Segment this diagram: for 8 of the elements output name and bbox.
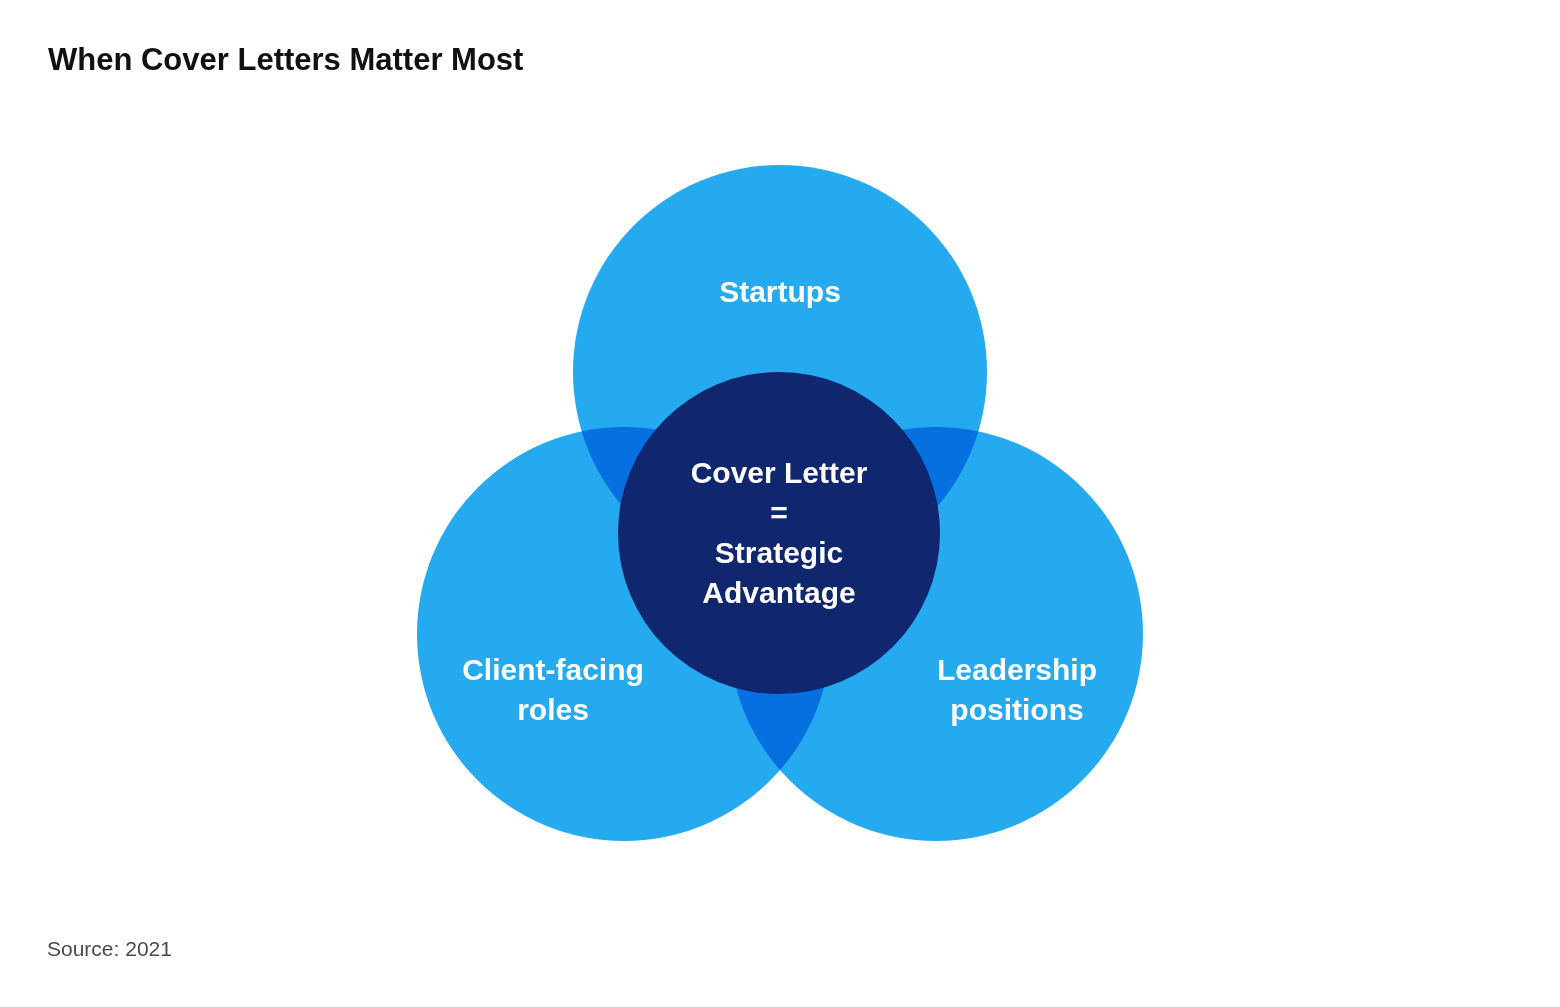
circle-label: Startups	[718, 274, 842, 310]
circle-label: Client-facing roles	[461, 652, 645, 728]
circle-label: Leadership positions	[935, 652, 1099, 728]
source-note: Source: 2021	[47, 937, 172, 961]
circle-label: Cover Letter	[689, 455, 869, 491]
circle-label: Strategic Advantage	[701, 535, 857, 611]
circle-label: =	[769, 495, 789, 531]
chart-title: When Cover Letters Matter Most	[48, 42, 524, 78]
